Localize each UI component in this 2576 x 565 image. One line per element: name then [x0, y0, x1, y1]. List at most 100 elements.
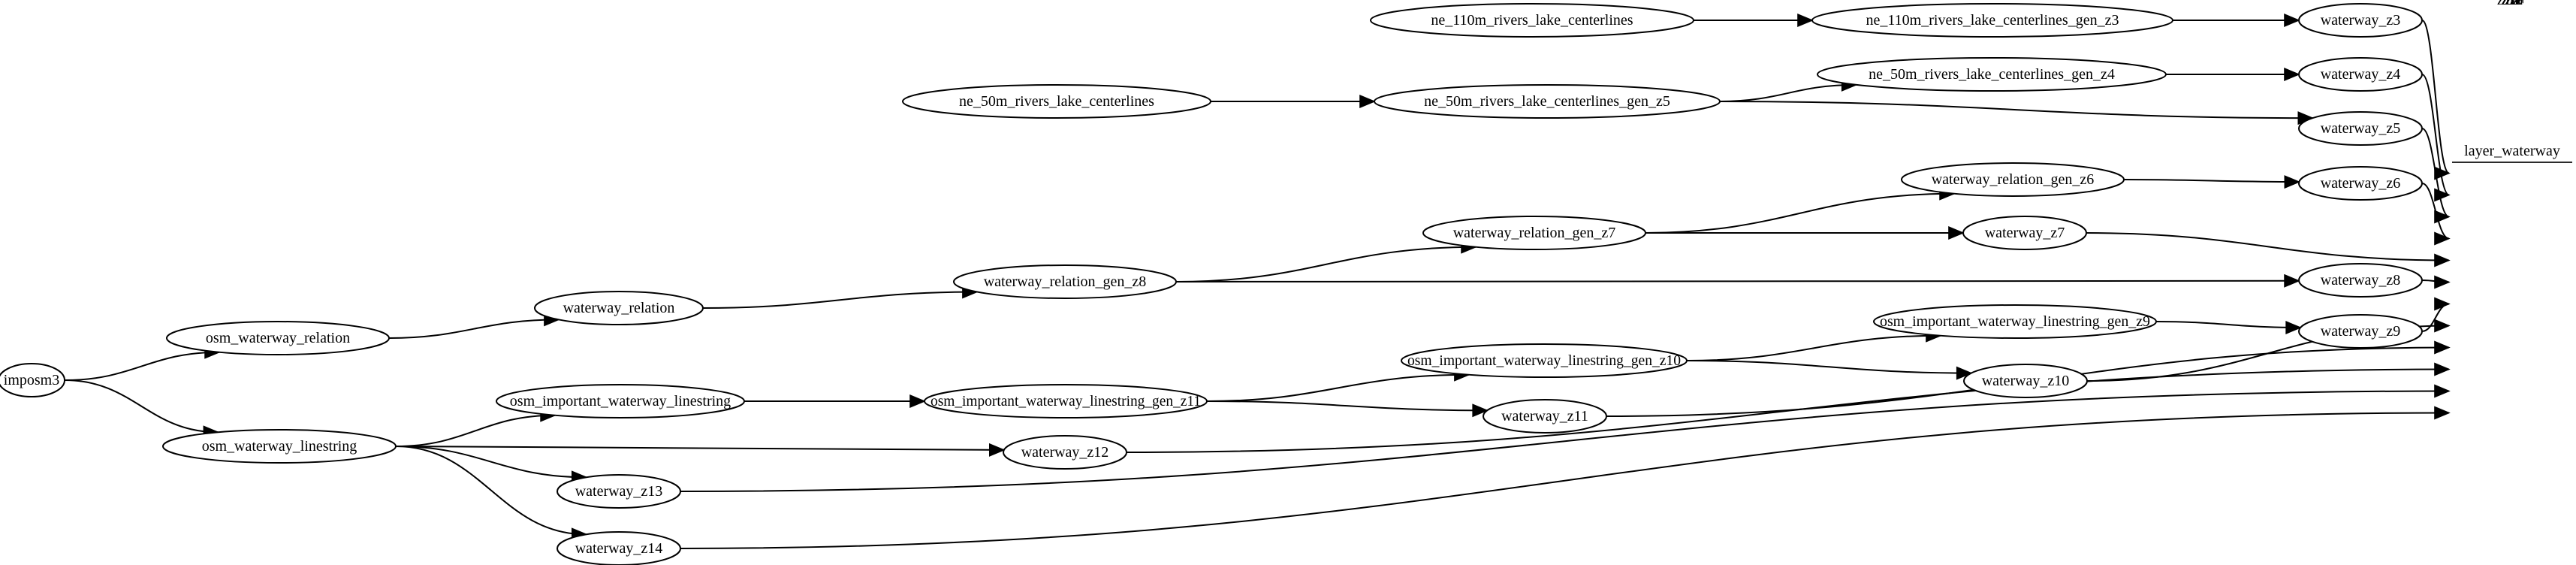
table-row[interactable]: z12	[2502, 0, 2523, 8]
table-row[interactable]: z13	[2502, 0, 2523, 8]
graph-node[interactable]: ne_50m_rivers_lake_centerlines	[902, 84, 1211, 119]
node-ellipse[interactable]	[1811, 3, 2173, 38]
graph-node[interactable]: waterway_relation	[534, 291, 704, 325]
node-label: waterway_z10	[1982, 373, 2070, 389]
node-ellipse[interactable]	[1901, 162, 2125, 197]
node-ellipse[interactable]	[2298, 263, 2423, 298]
node-label: osm_important_waterway_linestring	[510, 393, 731, 409]
table-row-label: z6	[2505, 0, 2520, 8]
graph-node[interactable]: waterway_z8	[2298, 263, 2423, 298]
node-label: waterway_z3	[2321, 12, 2401, 29]
table-row-label: z12	[2502, 0, 2523, 8]
graph-node[interactable]: waterway_z11	[1483, 399, 1607, 434]
node-label: imposm3	[4, 372, 59, 388]
node-ellipse[interactable]	[0, 363, 65, 397]
graph-edge	[64, 345, 221, 381]
node-label: osm_important_waterway_linestring_gen_z1…	[1407, 352, 1681, 369]
graph-node[interactable]: waterway_z14	[557, 531, 681, 565]
node-ellipse[interactable]	[1963, 364, 2088, 398]
graph-node[interactable]: osm_important_waterway_linestring_gen_z9	[1873, 304, 2157, 339]
table-row[interactable]: z11	[2502, 0, 2523, 8]
graph-edge	[2123, 175, 2301, 189]
node-label: waterway_z8	[2321, 272, 2401, 289]
table-row[interactable]: z10	[2502, 0, 2523, 8]
table-row-label: z8	[2505, 0, 2520, 8]
graph-node[interactable]: ne_110m_rivers_lake_centerlines_gen_z3	[1811, 3, 2173, 38]
table-row[interactable]: z7	[2505, 0, 2520, 8]
node-ellipse[interactable]	[1401, 343, 1688, 378]
graph-edge	[395, 408, 557, 447]
table-row[interactable]: z14+	[2497, 0, 2527, 8]
graph-node[interactable]: ne_50m_rivers_lake_centerlines_gen_z4	[1817, 57, 2167, 92]
table-row[interactable]: z9	[2505, 0, 2520, 8]
table-row[interactable]: z5	[2505, 0, 2520, 8]
table-row-label: z10	[2502, 0, 2523, 8]
graph-node[interactable]: waterway_z7	[1962, 216, 2087, 250]
graph-node[interactable]: osm_waterway_linestring	[162, 429, 397, 464]
node-ellipse[interactable]	[1374, 84, 1721, 119]
node-ellipse[interactable]	[1370, 3, 1694, 38]
node-label: osm_important_waterway_linestring_gen_z9	[1880, 313, 2150, 330]
node-label: ne_50m_rivers_lake_centerlines_gen_z4	[1869, 66, 2115, 83]
graph-edge	[2155, 320, 2302, 334]
node-ellipse[interactable]	[1817, 57, 2167, 92]
node-label: osm_important_waterway_linestring_gen_z1…	[931, 393, 1201, 409]
graph-node[interactable]: waterway_z13	[557, 474, 681, 509]
node-ellipse[interactable]	[166, 321, 390, 355]
node-ellipse[interactable]	[557, 474, 681, 509]
graph-node[interactable]: waterway_relation_gen_z8	[953, 264, 1177, 299]
node-ellipse[interactable]	[1422, 216, 1646, 250]
graph-node[interactable]: waterway_z3	[2298, 3, 2423, 38]
node-ellipse[interactable]	[162, 429, 397, 464]
graph-edge	[2421, 128, 2451, 224]
graph-node[interactable]: osm_important_waterway_linestring	[496, 384, 745, 418]
node-ellipse[interactable]	[534, 291, 704, 325]
table-row-label: z11	[2502, 0, 2523, 8]
node-label: waterway_z5	[2321, 120, 2401, 137]
node-ellipse[interactable]	[2298, 3, 2423, 38]
graph-node[interactable]: waterway_relation_gen_z6	[1901, 162, 2125, 197]
graph-node[interactable]: waterway_z5	[2298, 111, 2423, 146]
node-ellipse[interactable]	[557, 531, 681, 565]
graph-node[interactable]: waterway_z4	[2298, 57, 2423, 92]
node-label: waterway_z4	[2321, 66, 2401, 83]
node-ellipse[interactable]	[902, 84, 1211, 119]
graph-edge	[1206, 367, 1470, 402]
node-ellipse[interactable]	[496, 384, 745, 418]
node-ellipse[interactable]	[953, 264, 1177, 299]
graph-node[interactable]: osm_important_waterway_linestring_gen_z1…	[924, 384, 1208, 418]
graph-edge	[64, 379, 220, 440]
table-row[interactable]: z6	[2505, 0, 2520, 8]
node-ellipse[interactable]	[1003, 435, 1127, 470]
node-ellipse[interactable]	[1962, 216, 2087, 250]
graph-node[interactable]: imposm3	[0, 363, 65, 397]
graph-node[interactable]: ne_50m_rivers_lake_centerlines_gen_z5	[1374, 84, 1721, 119]
graph-node[interactable]: osm_waterway_relation	[166, 321, 390, 355]
table-row-label: z14+	[2497, 0, 2527, 8]
node-ellipse[interactable]	[1873, 304, 2157, 339]
table-row[interactable]: z8	[2505, 0, 2520, 8]
table-row[interactable]: z3	[2505, 0, 2520, 8]
node-ellipse[interactable]	[2298, 57, 2423, 92]
graph-node[interactable]: waterway_relation_gen_z7	[1422, 216, 1646, 250]
node-ellipse[interactable]	[924, 384, 1208, 418]
node-ellipse[interactable]	[1483, 399, 1607, 434]
node-ellipse[interactable]	[2298, 111, 2423, 146]
node-label: waterway_relation_gen_z6	[1932, 171, 2095, 188]
node-label: waterway_z9	[2321, 323, 2401, 340]
graph-edge	[2086, 232, 2451, 267]
graph-node[interactable]: waterway_z9	[2298, 314, 2423, 349]
node-label: ne_110m_rivers_lake_centerlines_gen_z3	[1866, 12, 2119, 29]
node-label: waterway_z11	[1501, 408, 1588, 425]
graph-edge	[1126, 362, 2451, 453]
table-row[interactable]: z4	[2505, 0, 2520, 8]
graph-node[interactable]: ne_110m_rivers_lake_centerlines	[1370, 3, 1694, 38]
graph-node[interactable]: waterway_z12	[1003, 435, 1127, 470]
graph-node[interactable]: osm_important_waterway_linestring_gen_z1…	[1401, 343, 1688, 378]
node-label: osm_waterway_linestring	[202, 438, 357, 455]
node-ellipse[interactable]	[2298, 314, 2423, 349]
node-ellipse[interactable]	[2298, 166, 2423, 201]
graph-node[interactable]: waterway_z6	[2298, 166, 2423, 201]
graph-node[interactable]: waterway_z10	[1963, 364, 2088, 398]
